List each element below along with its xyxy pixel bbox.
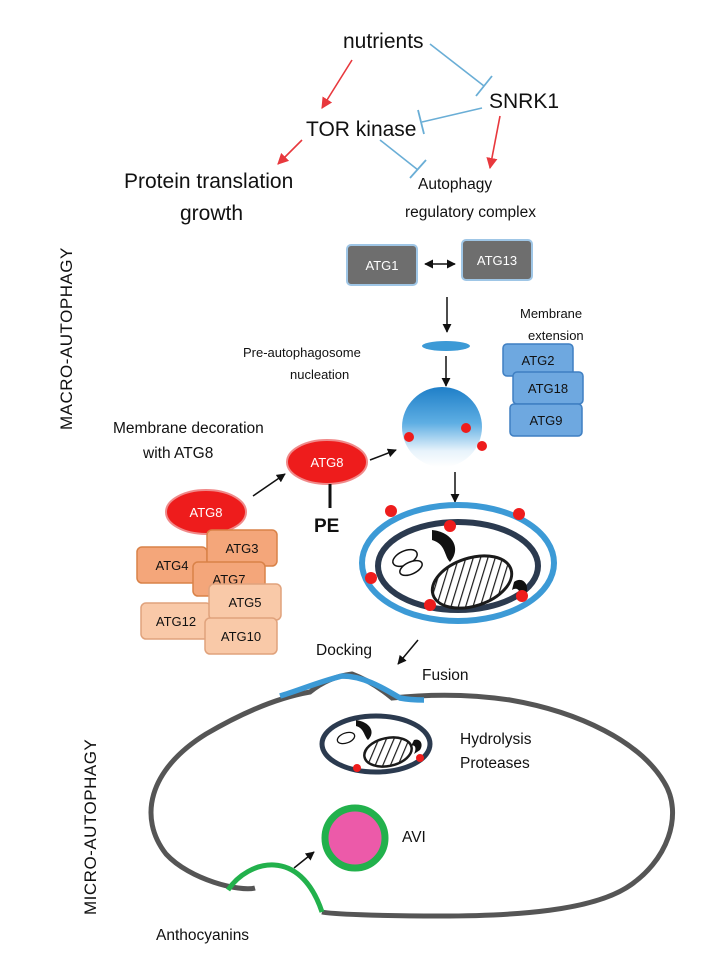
phagophore-atg8-dot-3 bbox=[477, 441, 487, 451]
cargo-vesicle-2 bbox=[399, 559, 423, 577]
body-atg8-dot-1 bbox=[353, 764, 361, 772]
label-atg2: ATG2 bbox=[522, 353, 555, 368]
label-atg9: ATG9 bbox=[530, 413, 563, 428]
label-tor-kinase: TOR kinase bbox=[306, 118, 417, 141]
atg8-free-ellipse bbox=[165, 489, 247, 535]
autophagosome-atg8-dot-5 bbox=[424, 599, 436, 611]
label-atg8-pe: ATG8 bbox=[311, 455, 344, 470]
arrow-snrk1-to-autophagy bbox=[486, 115, 501, 170]
autophagosome-atg8-dot-6 bbox=[516, 590, 528, 602]
phagophore bbox=[402, 387, 482, 467]
label-pe: PE bbox=[314, 516, 339, 537]
nucleation-disc bbox=[422, 341, 470, 351]
box-atg13 bbox=[461, 239, 533, 281]
label-docking: Docking bbox=[316, 642, 372, 659]
autophagosome-atg8-dot-2 bbox=[444, 520, 456, 532]
box-atg9 bbox=[509, 403, 583, 437]
label-atg5: ATG5 bbox=[229, 595, 262, 610]
label-pre-autophagosome-1: Pre-autophagosome bbox=[243, 345, 361, 360]
label-membrane-extension-2: extension bbox=[528, 328, 584, 343]
vacuole-fusion-membrane bbox=[279, 673, 425, 703]
label-membrane-decoration-1: Membrane decoration bbox=[113, 420, 264, 437]
avi bbox=[325, 808, 385, 868]
label-fusion: Fusion bbox=[422, 667, 469, 684]
label-atg3: ATG3 bbox=[226, 541, 259, 556]
label-autophagy-1: Autophagy bbox=[418, 176, 492, 193]
label-atg12: ATG12 bbox=[156, 614, 196, 629]
arrow-docking bbox=[397, 639, 419, 665]
label-anthocyanins: Anthocyanins bbox=[156, 927, 249, 944]
side-label-macro: MACRO-AUTOPHAGY bbox=[57, 247, 76, 430]
box-atg1 bbox=[346, 244, 418, 286]
arrow-nutrients-to-tor bbox=[321, 59, 353, 109]
box-atg10 bbox=[204, 617, 278, 655]
arrow-tor-to-protein bbox=[277, 139, 303, 165]
arrow-atg8-to-phagophore bbox=[369, 448, 397, 461]
avi-ring bbox=[321, 804, 389, 872]
body-atg8-dot-2 bbox=[416, 754, 424, 762]
arrow-atg8-left-to-pe bbox=[252, 473, 286, 497]
label-protein-translation: Protein translation bbox=[124, 170, 293, 193]
label-hydrolysis: Hydrolysis bbox=[460, 731, 532, 748]
label-atg18: ATG18 bbox=[528, 381, 568, 396]
autophagic-body bbox=[319, 713, 433, 775]
inhibit-snrk1-tor bbox=[417, 107, 483, 135]
label-pre-autophagosome-2: nucleation bbox=[290, 367, 349, 382]
label-nutrients: nutrients bbox=[343, 30, 424, 53]
body-crescent bbox=[356, 720, 372, 740]
cargo-crescent bbox=[432, 530, 456, 562]
autophagosome-atg8-dot-3 bbox=[513, 508, 525, 520]
side-label-micro: MICRO-AUTOPHAGY bbox=[81, 739, 100, 915]
body-hook bbox=[411, 739, 422, 754]
body-vesicle bbox=[336, 731, 356, 745]
label-atg13: ATG13 bbox=[477, 253, 517, 268]
inhibit-tor-autophagy bbox=[379, 139, 427, 179]
label-atg4: ATG4 bbox=[156, 558, 189, 573]
label-proteases: Proteases bbox=[460, 755, 530, 772]
anthocyanin-invagination bbox=[225, 862, 325, 913]
label-atg10: ATG10 bbox=[221, 629, 261, 644]
atg8-pe-ellipse bbox=[286, 439, 368, 485]
label-autophagy-2: regulatory complex bbox=[405, 204, 536, 221]
label-atg1: ATG1 bbox=[366, 258, 399, 273]
phagophore-atg8-dot-2 bbox=[461, 423, 471, 433]
label-membrane-decoration-2: with ATG8 bbox=[142, 445, 213, 462]
autophagosome-atg8-dot-4 bbox=[365, 572, 377, 584]
arrow-invagination-to-avi bbox=[293, 851, 315, 869]
label-membrane-extension-1: Membrane bbox=[520, 306, 582, 321]
label-atg8-free: ATG8 bbox=[190, 505, 223, 520]
label-snrk1: SNRK1 bbox=[489, 90, 559, 113]
inhibit-nutrients-snrk1 bbox=[429, 43, 493, 97]
phagophore-atg8-dot-1 bbox=[404, 432, 414, 442]
label-growth: growth bbox=[180, 202, 243, 225]
mitochondrion bbox=[430, 554, 514, 610]
autophagosome bbox=[359, 502, 557, 624]
label-avi: AVI bbox=[402, 829, 426, 846]
vacuole-membrane bbox=[148, 671, 675, 919]
autophagosome-atg8-dot-1 bbox=[385, 505, 397, 517]
body-mitochondrion bbox=[363, 736, 413, 768]
